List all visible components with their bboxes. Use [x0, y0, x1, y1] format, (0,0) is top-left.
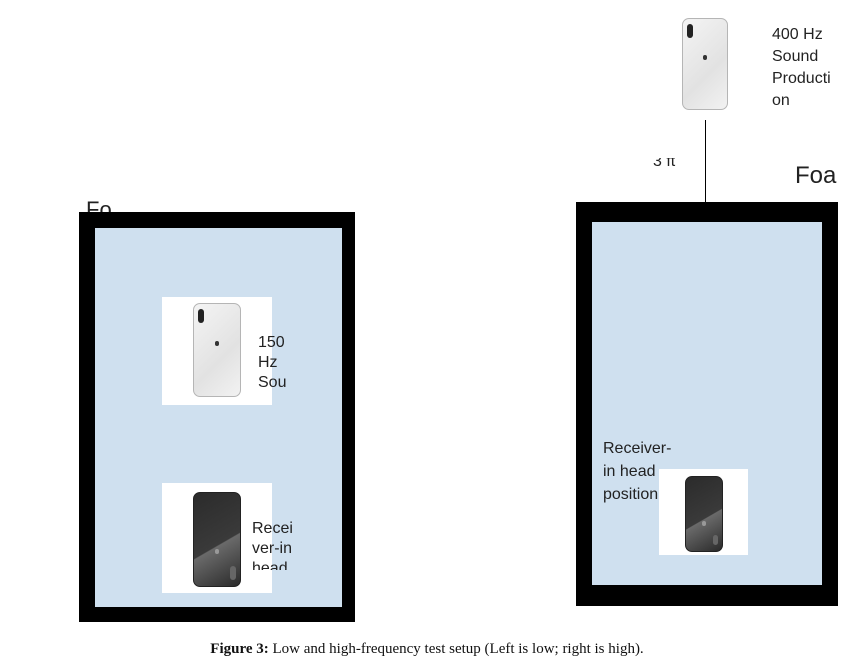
right-receiver-panel [659, 469, 748, 555]
figure-caption: Figure 3: Low and high-frequency test se… [0, 641, 854, 658]
distance-line [705, 120, 706, 204]
receiver-label-line: Receiver- [603, 440, 672, 457]
receiver-phone-icon [193, 492, 241, 587]
right-source-label: 400 Hz Sound Producti on [772, 24, 831, 112]
caption-text: Low and high-frequency test setup (Left … [268, 641, 644, 657]
left-source-label: 150 Hz Sou [258, 333, 286, 393]
distance-label: 3 ft [653, 158, 676, 170]
source-label-line: on [772, 92, 790, 109]
source-label-line: Sound [772, 48, 819, 65]
source-label-line: Sou [258, 374, 287, 391]
figure-number: Figure 3: [210, 641, 269, 657]
receiver-label-line: ver-in [252, 540, 293, 557]
source-label-line: 400 Hz [772, 26, 823, 43]
distance-label-clip: 3 ft [650, 158, 695, 172]
source-label-line: Hz [258, 354, 278, 371]
receiver-label-line: in head [603, 463, 656, 480]
source-label-line: Producti [772, 70, 831, 87]
left-receiver-panel [162, 483, 272, 593]
left-receiver-label: Recei ver-in head [252, 519, 312, 570]
high-source-phone-icon [682, 18, 728, 110]
receiver-phone-icon [685, 476, 723, 552]
left-foam-label: Fo [86, 197, 112, 213]
receiver-label-line: Recei [252, 520, 293, 537]
right-foam-label: Foa [795, 162, 837, 189]
receiver-label-line: head [252, 560, 288, 570]
right-receiver-label: Receiver- in head position [603, 437, 671, 506]
left-source-panel [162, 297, 272, 405]
left-foam-label-clip: Fo [86, 196, 126, 213]
receiver-label-line: position [603, 486, 659, 503]
source-phone-icon [193, 303, 241, 397]
source-label-line: 150 [258, 334, 285, 351]
